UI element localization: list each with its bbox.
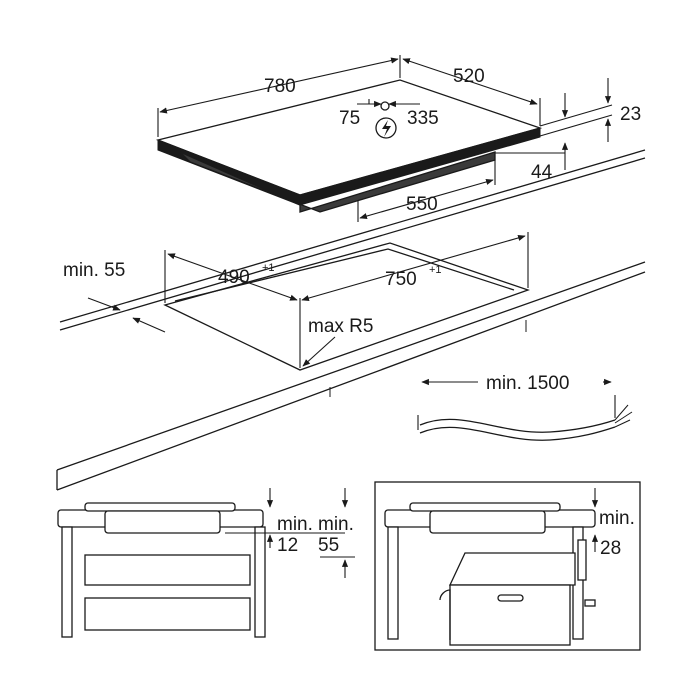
- hob-dimensions: 780 520 75 335 23 44 550: [157, 55, 641, 222]
- cutout-dimensions: 490 +1 750 +1 min. 55 max R5: [63, 232, 529, 368]
- cabinet-drawers-section: min. 12 min. 55: [57, 488, 355, 638]
- dim-cable-side: 75: [339, 108, 360, 129]
- cutout-outline: [163, 242, 530, 371]
- dim-cable-length: min. 1500: [486, 373, 569, 394]
- lightning-bolt-icon: [375, 117, 397, 139]
- dim-underbody-width: 550: [406, 194, 438, 215]
- dim-min-label-2: min.: [318, 514, 354, 535]
- dim-cable-back: 335: [407, 108, 439, 129]
- dim-min-front: min. 55: [63, 260, 125, 281]
- dim-hob-thickness: 23: [620, 104, 641, 125]
- dim-cutout-width-tol: +1: [429, 264, 442, 276]
- dim-min-value-2: 55: [318, 535, 339, 556]
- dim-cutout-width: 750: [385, 269, 417, 290]
- dim-cutout-depth: 490: [218, 267, 250, 288]
- hob-top-surface: [155, 79, 543, 196]
- power-cable-drawing: min. 1500: [417, 373, 633, 441]
- dim-min-value-1: 12: [277, 535, 298, 556]
- dim-oven-min-label: min.: [599, 508, 635, 529]
- dim-hob-depth: 520: [453, 66, 485, 87]
- dim-corner-radius: max R5: [308, 316, 373, 337]
- dim-min-label-1: min.: [277, 514, 313, 535]
- hob-drawing: [155, 79, 543, 213]
- dim-oven-min-value: 28: [600, 538, 621, 559]
- connection-point: [380, 101, 390, 111]
- dim-cutout-depth-tol: +1: [262, 262, 275, 274]
- dim-hob-width: 780: [264, 76, 296, 97]
- oven-detail-frame: [374, 481, 641, 651]
- dim-hob-height: 44: [531, 162, 553, 183]
- cabinet-oven-section: min. 28: [374, 481, 641, 651]
